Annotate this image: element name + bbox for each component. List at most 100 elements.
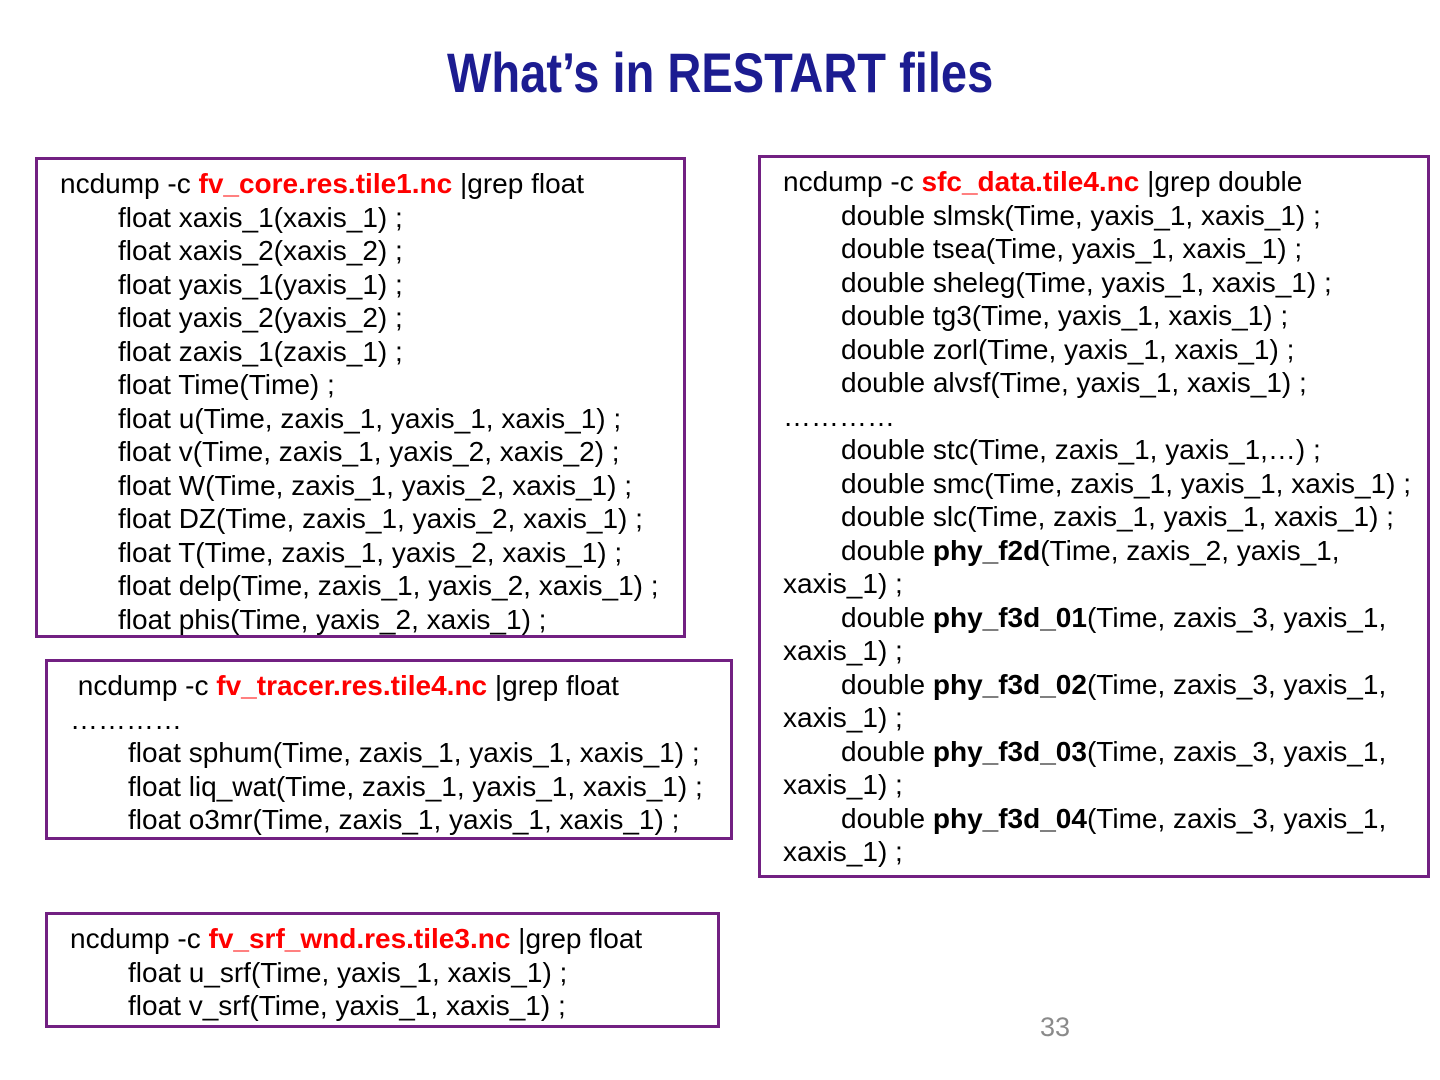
- code-line: float yaxis_1(yaxis_1) ;: [60, 268, 673, 302]
- code-text: float phis(Time, yaxis_2, xaxis_1) ;: [118, 603, 547, 635]
- code-box-fv-srf-wnd: ncdump -c fv_srf_wnd.res.tile3.nc |grep …: [45, 912, 720, 1028]
- code-line: ncdump -c sfc_data.tile4.nc |grep double: [783, 165, 1417, 199]
- code-text: float xaxis_2(xaxis_2) ;: [118, 235, 403, 266]
- code-line: float Time(Time) ;: [60, 368, 673, 402]
- code-text: double smc(Time, zaxis_1, yaxis_1, xaxis…: [841, 467, 1412, 499]
- code-text: float sphum(Time, zaxis_1, yaxis_1, xaxi…: [128, 737, 700, 768]
- slide-title: What’s in RESTART files: [446, 41, 994, 104]
- code-line: double phy_f3d_02(Time, zaxis_3, yaxis_1…: [783, 668, 1417, 702]
- code-text: float xaxis_1(xaxis_1) ;: [118, 201, 403, 233]
- code-line: float liq_wat(Time, zaxis_1, yaxis_1, xa…: [70, 770, 720, 804]
- code-text: ncdump -c: [70, 670, 217, 701]
- code-text: phy_f3d_03: [932, 735, 1087, 767]
- code-text: float liq_wat(Time, zaxis_1, yaxis_1, xa…: [128, 770, 703, 802]
- code-text: |grep float: [452, 168, 584, 199]
- code-text: double: [841, 601, 933, 633]
- code-line: float sphum(Time, zaxis_1, yaxis_1, xaxi…: [70, 736, 720, 770]
- code-text: double: [841, 534, 933, 566]
- code-text: float o3mr(Time, zaxis_1, yaxis_1, xaxis…: [128, 804, 680, 835]
- slide-title-container: What’s in RESTART files: [0, 40, 1440, 105]
- code-line: xaxis_1) ;: [783, 701, 1417, 735]
- code-line: ncdump -c fv_srf_wnd.res.tile3.nc |grep …: [70, 922, 707, 956]
- code-text: float DZ(Time, zaxis_1, yaxis_2, xaxis_1…: [118, 503, 643, 534]
- code-text: |grep float: [510, 923, 643, 954]
- code-text: ncdump -c: [60, 168, 199, 199]
- code-line: float u(Time, zaxis_1, yaxis_1, xaxis_1)…: [60, 402, 673, 436]
- code-line: double phy_f3d_04(Time, zaxis_3, yaxis_1…: [783, 802, 1417, 836]
- code-line: ncdump -c fv_core.res.tile1.nc |grep flo…: [60, 167, 673, 201]
- code-text: xaxis_1) ;: [783, 702, 903, 733]
- code-text: double alvsf(Time, yaxis_1, xaxis_1) ;: [841, 367, 1307, 398]
- code-line: double tsea(Time, yaxis_1, xaxis_1) ;: [783, 232, 1417, 266]
- code-line: double tg3(Time, yaxis_1, xaxis_1) ;: [783, 299, 1417, 333]
- code-text: double stc(Time, zaxis_1, yaxis_1,…) ;: [841, 434, 1321, 465]
- code-text: double: [841, 802, 933, 834]
- code-line: double slmsk(Time, yaxis_1, xaxis_1) ;: [783, 199, 1417, 233]
- code-text: double sheleg(Time, yaxis_1, xaxis_1) ;: [841, 266, 1332, 298]
- code-line: double smc(Time, zaxis_1, yaxis_1, xaxis…: [783, 467, 1417, 501]
- code-text: phy_f3d_02: [932, 668, 1087, 700]
- code-box-fv-tracer: ncdump -c fv_tracer.res.tile4.nc |grep f…: [45, 659, 733, 840]
- code-text: …………: [783, 400, 895, 432]
- code-line: float v(Time, zaxis_1, yaxis_2, xaxis_2)…: [60, 435, 673, 469]
- code-line: ncdump -c fv_tracer.res.tile4.nc |grep f…: [70, 669, 720, 703]
- code-text: xaxis_1) ;: [783, 836, 903, 867]
- code-line: double stc(Time, zaxis_1, yaxis_1,…) ;: [783, 433, 1417, 467]
- code-line: xaxis_1) ;: [783, 768, 1417, 802]
- code-box-sfc-data: ncdump -c sfc_data.tile4.nc |grep double…: [758, 155, 1430, 878]
- code-box-fv-core: ncdump -c fv_core.res.tile1.nc |grep flo…: [35, 157, 686, 638]
- code-line: float zaxis_1(zaxis_1) ;: [60, 335, 673, 369]
- code-text: |grep double: [1139, 166, 1303, 197]
- code-line: double alvsf(Time, yaxis_1, xaxis_1) ;: [783, 366, 1417, 400]
- code-text: float yaxis_2(yaxis_2) ;: [118, 302, 403, 333]
- code-text: xaxis_1) ;: [783, 635, 903, 666]
- code-line: float W(Time, zaxis_1, yaxis_2, xaxis_1)…: [60, 469, 673, 503]
- code-text: …………: [70, 703, 182, 735]
- code-text: float zaxis_1(zaxis_1) ;: [118, 335, 403, 367]
- code-text: float T(Time, zaxis_1, yaxis_2, xaxis_1)…: [118, 536, 623, 568]
- filename-text: sfc_data.tile4.nc: [921, 166, 1140, 197]
- code-line: float v_srf(Time, yaxis_1, xaxis_1) ;: [70, 989, 707, 1023]
- code-line: …………: [70, 703, 720, 737]
- code-text: float Time(Time) ;: [118, 369, 335, 400]
- code-text: double slc(Time, zaxis_1, yaxis_1, xaxis…: [841, 501, 1394, 532]
- code-line: float o3mr(Time, zaxis_1, yaxis_1, xaxis…: [70, 803, 720, 837]
- code-text: (Time, zaxis_3, yaxis_1,: [1086, 668, 1387, 700]
- page-number: 33: [1040, 1012, 1071, 1042]
- code-text: ncdump -c: [783, 166, 922, 197]
- code-text: phy_f3d_01: [932, 601, 1087, 633]
- code-line: float u_srf(Time, yaxis_1, xaxis_1) ;: [70, 956, 707, 990]
- code-text: float yaxis_1(yaxis_1) ;: [118, 268, 403, 300]
- code-text: float delp(Time, zaxis_1, yaxis_2, xaxis…: [118, 570, 659, 601]
- code-text: float u(Time, zaxis_1, yaxis_1, xaxis_1)…: [118, 402, 622, 434]
- filename-text: fv_tracer.res.tile4.nc: [216, 670, 488, 701]
- code-text: phy_f2d: [932, 534, 1041, 566]
- code-line: double phy_f3d_03(Time, zaxis_3, yaxis_1…: [783, 735, 1417, 769]
- code-line: double slc(Time, zaxis_1, yaxis_1, xaxis…: [783, 500, 1417, 534]
- code-text: (Time, zaxis_3, yaxis_1,: [1086, 735, 1387, 767]
- code-line: float T(Time, zaxis_1, yaxis_2, xaxis_1)…: [60, 536, 673, 570]
- code-text: double tg3(Time, yaxis_1, xaxis_1) ;: [841, 300, 1289, 331]
- code-line: double phy_f3d_01(Time, zaxis_3, yaxis_1…: [783, 601, 1417, 635]
- code-text: xaxis_1) ;: [783, 769, 903, 800]
- code-text: (Time, zaxis_3, yaxis_1,: [1086, 601, 1387, 633]
- filename-text: fv_srf_wnd.res.tile3.nc: [208, 923, 511, 954]
- code-line: double phy_f2d(Time, zaxis_2, yaxis_1,: [783, 534, 1417, 568]
- code-text: |grep float: [487, 670, 619, 701]
- code-line: float xaxis_1(xaxis_1) ;: [60, 201, 673, 235]
- code-text: float u_srf(Time, yaxis_1, xaxis_1) ;: [128, 956, 568, 988]
- code-text: double zorl(Time, yaxis_1, xaxis_1) ;: [841, 333, 1295, 365]
- code-line: …………: [783, 400, 1417, 434]
- code-text: ncdump -c: [70, 923, 209, 954]
- code-line: float yaxis_2(yaxis_2) ;: [60, 301, 673, 335]
- code-text: phy_f3d_04: [932, 802, 1087, 834]
- filename-text: fv_core.res.tile1.nc: [198, 168, 453, 199]
- code-text: (Time, zaxis_2, yaxis_1,: [1040, 534, 1340, 566]
- code-line: float xaxis_2(xaxis_2) ;: [60, 234, 673, 268]
- code-line: xaxis_1) ;: [783, 835, 1417, 869]
- code-line: xaxis_1) ;: [783, 634, 1417, 668]
- code-line: double zorl(Time, yaxis_1, xaxis_1) ;: [783, 333, 1417, 367]
- code-text: double tsea(Time, yaxis_1, xaxis_1) ;: [841, 233, 1303, 264]
- code-line: double sheleg(Time, yaxis_1, xaxis_1) ;: [783, 266, 1417, 300]
